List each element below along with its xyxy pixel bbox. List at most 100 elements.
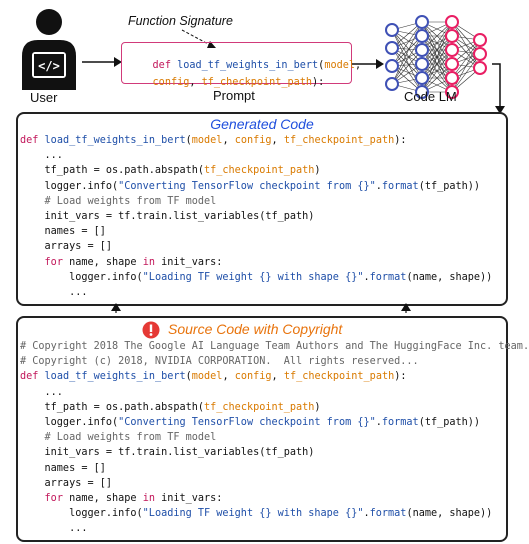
user-label: User (30, 90, 58, 105)
source-code-box: Source Code with Copyright # Copyright 2… (16, 316, 529, 542)
network-node (415, 71, 429, 85)
source-code-title: Source Code with Copyright (168, 321, 343, 337)
code-line: tf_path = os.path.abspath(tf_checkpoint_… (20, 402, 321, 414)
code-token: config (234, 135, 272, 146)
code-token: logger.info( (20, 508, 143, 520)
code-token: model (191, 371, 223, 383)
model-label: Code LM (404, 89, 457, 104)
signature-box: def load_tf_weights_in_bert(model, confi… (121, 42, 361, 88)
code-token: in (142, 256, 155, 268)
code-token: load_tf_weights_in_bert (44, 135, 186, 146)
code-line: # Load weights from TF model (20, 195, 217, 208)
code-token: ... (20, 150, 63, 162)
code-token: logger.info( (20, 417, 119, 428)
network-node (415, 43, 429, 57)
neural-network-icon (382, 15, 500, 99)
code-line: ... (20, 150, 63, 162)
code-token: , (222, 371, 235, 383)
code-token: ... (20, 523, 88, 535)
code-line: logger.info("Loading TF weight {} with s… (20, 272, 492, 284)
code-token: "Loading TF weight {} with shape {}" (142, 508, 364, 520)
code-token: (name, shape)) (406, 508, 493, 520)
code-token: ... (20, 287, 88, 298)
code-token: , (271, 135, 284, 146)
code-token: tf_path = os.path.abspath( (20, 165, 205, 177)
code-token: load_tf_weights_in_bert (44, 371, 186, 383)
code-token: logger.info( (20, 271, 143, 283)
code-line: # Copyright (c) 2018, NVIDIA CORPORATION… (20, 356, 419, 368)
code-token: tf_path = os.path.abspath( (20, 401, 205, 413)
code-line: names = [] (20, 463, 106, 475)
network-node (445, 29, 459, 43)
code-token: tf_checkpoint_path (283, 135, 395, 146)
code-line: # Load weights from TF model (20, 432, 217, 444)
network-node (473, 61, 487, 75)
network-node (445, 71, 459, 85)
signature-caption: Function Signature (128, 14, 233, 28)
code-line: def load_tf_weights_in_bert(model, confi… (20, 135, 407, 147)
code-line: names = [] (20, 226, 106, 238)
code-line: logger.info("Converting TensorFlow check… (20, 417, 481, 429)
code-token: tf_checkpoint_path (204, 401, 315, 413)
code-token: . (363, 508, 370, 520)
code-token: # Copyright (c) 2018, NVIDIA CORPORATION… (20, 356, 419, 368)
generated-code-box: Generated Code def load_tf_weights_in_be… (16, 112, 508, 306)
code-token: "Converting TensorFlow checkpoint from {… (118, 417, 376, 428)
code-line: arrays = [] (20, 478, 112, 490)
code-token: format (381, 417, 419, 428)
code-token: . (375, 180, 382, 192)
code-token: "Loading TF weight {} with shape {}" (142, 271, 364, 283)
code-line: for name, shape in init_vars: (20, 256, 223, 269)
code-token: (tf_path)) (418, 180, 481, 192)
svg-text:</>: </> (38, 59, 60, 73)
network-node (415, 29, 429, 43)
code-token: for (44, 493, 63, 504)
source-code-lines: # Copyright 2018 The Google AI Language … (20, 341, 529, 540)
arrow-prompt-to-model (352, 59, 384, 69)
warning-icon (142, 321, 160, 339)
network-node (445, 57, 459, 71)
code-token: (name, shape)) (406, 271, 493, 283)
code-line: for name, shape in init_vars: (20, 493, 223, 505)
code-line: ... (20, 523, 87, 535)
code-token: tf_checkpoint_path (204, 165, 315, 177)
network-node (415, 57, 429, 71)
code-line: ... (20, 287, 87, 299)
code-token: config (234, 371, 272, 383)
arrow-model-to-generated (492, 63, 505, 114)
code-token: , (222, 135, 235, 146)
code-token: # Load weights from TF model (20, 432, 217, 444)
code-token: # Load weights from TF model (20, 195, 217, 207)
code-token: # Copyright 2018 The Google AI Language … (20, 341, 529, 352)
code-token (20, 493, 45, 504)
signature-line-2: config, tf_checkpoint_path): (152, 77, 325, 88)
code-token: init_vars: (154, 256, 223, 268)
arrow-user-to-prompt (82, 57, 122, 67)
code-line: # Copyright 2018 The Google AI Language … (20, 341, 529, 353)
code-line: arrays = [] (20, 241, 112, 253)
code-line: logger.info("Loading TF weight {} with s… (20, 508, 492, 520)
code-token: ) (314, 165, 321, 177)
code-token: , (271, 371, 284, 383)
code-token (20, 257, 45, 268)
network-node (473, 47, 487, 61)
code-token: "Converting TensorFlow checkpoint from {… (118, 180, 376, 192)
user-icon: </> (16, 4, 82, 90)
network-node (385, 41, 399, 55)
code-line: ... (20, 387, 63, 399)
network-node (445, 15, 459, 29)
code-token: def (20, 135, 45, 146)
generated-code-title: Generated Code (210, 116, 314, 132)
code-line: init_vars = tf.train.list_variables(tf_p… (20, 447, 315, 459)
code-token: ): (394, 135, 407, 146)
code-token: . (363, 271, 370, 283)
code-token: format (369, 271, 407, 283)
network-node (445, 85, 459, 99)
code-token: def (20, 371, 45, 383)
code-token: ( (185, 371, 192, 383)
code-token: names = [] (20, 226, 106, 238)
code-token: in (142, 493, 155, 504)
signature-line-1: def load_tf_weights_in_bert(model, (152, 60, 362, 71)
code-token: tf_checkpoint_path (283, 371, 395, 383)
code-line: init_vars = tf.train.list_variables(tf_p… (20, 211, 315, 223)
